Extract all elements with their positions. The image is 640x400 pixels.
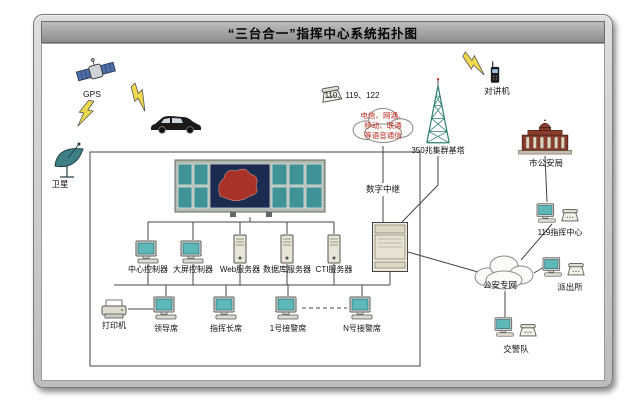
voice-cloud-text-1: 电信、网通、 [361,110,406,120]
walkie-talkie-icon [490,60,500,84]
radio-tower-icon [426,77,450,144]
lightning-bolt-icon [459,50,491,77]
printer-icon [101,299,127,319]
gps-satellite-icon [76,56,116,84]
fire-center-phone-icon [561,209,579,222]
commander-seat-icon [213,296,237,320]
city-bureau-icon [517,119,573,155]
satellite-dish-icon [54,141,84,178]
command-center-boundary [89,151,421,367]
fire-center-label: 119指挥中心 [538,227,583,237]
police-station-phone-icon [567,263,585,276]
traffic-police-pc-icon [494,317,514,337]
digital-trunk-cabinet-icon [372,222,408,272]
city-bureau-label: 市公安局 [529,158,563,168]
connector-lines [114,146,553,317]
seat-1-label: 1号接警席 [270,323,306,333]
map-graphic [218,168,258,202]
lightning-bolt-icon [76,98,96,129]
police-station-label: 派出所 [557,282,583,292]
commander-seat-label: 指挥长席 [210,323,242,333]
tower-label: 350兆集群基塔 [411,145,464,155]
lightning-bolt-icon [125,82,155,113]
title-bar: “三台合一”指挥中心系统拓扑图 [41,21,605,43]
traffic-police-label: 交警队 [503,344,529,354]
screen-controller-label: 大屏控制器 [173,264,213,274]
leader-seat-icon [153,296,177,320]
walkie-talkie-label: 对讲机 [484,86,510,96]
diagram-title: “三台合一”指挥中心系统拓扑图 [227,26,418,41]
seat-n-label: N号接警席 [343,323,381,333]
video-wall [174,159,326,217]
police-station-pc-icon [542,257,562,277]
center-controller-label: 中心控制器 [128,264,168,274]
database-server-icon [280,234,294,264]
printer-label: 打印机 [102,320,126,330]
center-controller-icon [135,240,159,264]
fire-center-pc-icon [536,203,556,223]
seat-n-icon [349,296,373,320]
web-server-label: Web服务器 [220,264,260,274]
police-network-label: 公安专网 [483,280,517,290]
screen-controller-icon [180,240,204,264]
traffic-police-phone-icon [519,324,537,337]
cti-server-label: CTI服务器 [316,264,353,274]
patrol-car-icon [150,115,202,134]
leader-seat-label: 领导席 [154,323,178,333]
digital-trunk-label: 数字中继 [366,184,401,194]
seat-1-icon [275,296,299,320]
database-server-label: 数据库服务器 [263,264,311,274]
satellite-dish-label: 卫星 [51,179,68,189]
voice-cloud-text-3: 等语音通信 [364,130,402,140]
web-server-icon [233,234,247,264]
cti-server-icon [327,234,341,264]
gps-label: GPS [83,89,101,99]
emergency-numbers-label: 110、119、122 [325,91,380,100]
voice-cloud-text-2: 移动、联通 [364,120,402,130]
